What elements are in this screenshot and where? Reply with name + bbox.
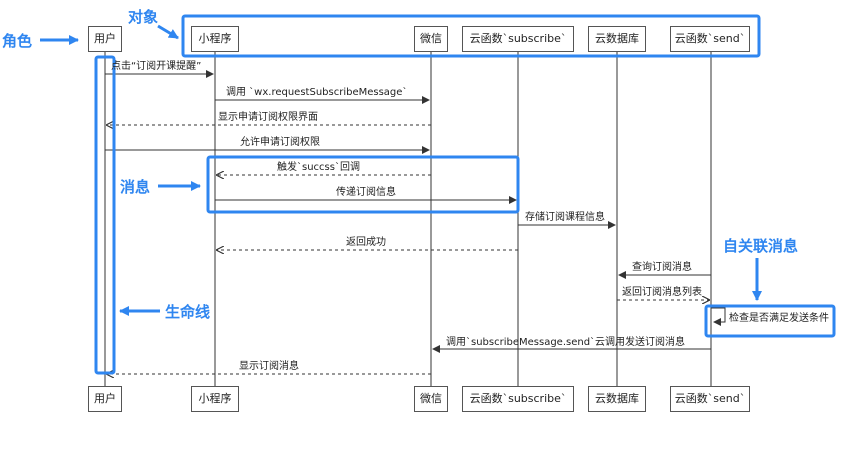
object-highlight-box bbox=[181, 14, 761, 58]
message-label: 传递订阅信息 bbox=[336, 187, 396, 198]
self-message-arrow bbox=[711, 307, 726, 326]
annotation-role: 角色 bbox=[2, 32, 33, 50]
message-label: 触发`succss`回调 bbox=[277, 162, 360, 173]
participant-cf-subscribe-bottom: 云函数`subscribe` bbox=[462, 386, 574, 412]
message-label: 调用`subscribeMessage.send`云调用发送订阅消息 bbox=[446, 337, 686, 348]
object-pointer-arrow bbox=[157, 24, 179, 40]
message-label: 返回成功 bbox=[346, 237, 386, 248]
lifelines bbox=[104, 52, 712, 386]
participant-user-bottom: 用户 bbox=[88, 386, 122, 412]
message-label: 允许申请订阅权限 bbox=[240, 137, 320, 148]
participant-cf-send-top: 云函数`send` bbox=[670, 26, 750, 52]
annotation-lifeline: 生命线 bbox=[165, 303, 211, 321]
message-label: 查询订阅消息 bbox=[632, 262, 692, 273]
participant-cloud-db-top: 云数据库 bbox=[588, 26, 646, 52]
message-arrows bbox=[105, 70, 726, 374]
message-label: 点击“订阅开课提醒” bbox=[111, 61, 202, 72]
participant-cloud-db-bottom: 云数据库 bbox=[588, 386, 646, 412]
message-label: 显示申请订阅权限界面 bbox=[218, 112, 318, 123]
lifeline-highlight-box bbox=[94, 55, 116, 375]
self-message-highlight-box bbox=[704, 304, 836, 338]
annotation-message: 消息 bbox=[120, 178, 151, 196]
participant-wechat-bottom: 微信 bbox=[414, 386, 448, 412]
participant-cf-subscribe-top: 云函数`subscribe` bbox=[462, 26, 574, 52]
message-label: 调用 `wx.requestSubscribeMessage` bbox=[226, 87, 408, 98]
participant-cf-send-bottom: 云函数`send` bbox=[670, 386, 750, 412]
message-label: 返回订阅消息列表 bbox=[622, 287, 702, 298]
message-label: 显示订阅消息 bbox=[239, 361, 299, 372]
annotation-self-message: 自关联消息 bbox=[723, 237, 799, 255]
self-message-label: 检查是否满足发送条件 bbox=[729, 313, 829, 324]
participant-wechat-top: 微信 bbox=[414, 26, 448, 52]
message-label: 存储订阅课程信息 bbox=[525, 212, 605, 223]
participant-miniprogram-top: 小程序 bbox=[191, 26, 239, 52]
participant-miniprogram-bottom: 小程序 bbox=[191, 386, 239, 412]
annotation-object: 对象 bbox=[128, 8, 159, 26]
message-highlight-box bbox=[206, 155, 520, 214]
participant-user-top: 用户 bbox=[88, 26, 122, 52]
annotation-highlights bbox=[40, 14, 836, 375]
